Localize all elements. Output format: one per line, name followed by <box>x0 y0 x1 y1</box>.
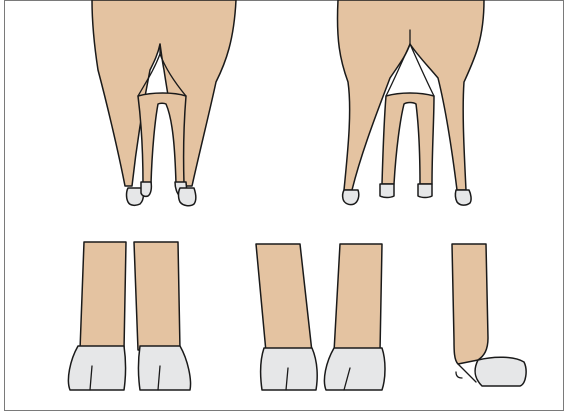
panel-hoof-pair-angled <box>256 244 385 390</box>
panel-side-view-leg <box>452 244 526 386</box>
outer-right-hoof <box>455 190 471 205</box>
inner-legs <box>138 93 186 184</box>
inner-left-hoof <box>380 184 394 198</box>
inner-right-hoof <box>418 184 432 198</box>
pastern-line <box>458 364 476 382</box>
leg-side <box>452 244 488 364</box>
left-leg <box>256 244 312 352</box>
outer-right-hoof <box>179 188 196 206</box>
dewclaw-line <box>456 372 462 378</box>
outer-left-hoof <box>343 190 359 205</box>
right-leg <box>334 244 382 352</box>
hoof-side <box>475 357 526 386</box>
right-leg <box>134 242 180 350</box>
inner-left-hoof <box>141 182 151 196</box>
right-hoof <box>324 348 385 390</box>
panel-rear-view-narrow <box>92 0 236 206</box>
left-hoof <box>261 348 318 390</box>
panel-hoof-pair-straight <box>68 242 190 390</box>
panel-rear-view-splayed <box>337 0 484 205</box>
inner-legs <box>382 93 434 184</box>
right-hoof <box>139 346 191 390</box>
left-leg <box>80 242 126 350</box>
left-hoof <box>68 346 125 390</box>
